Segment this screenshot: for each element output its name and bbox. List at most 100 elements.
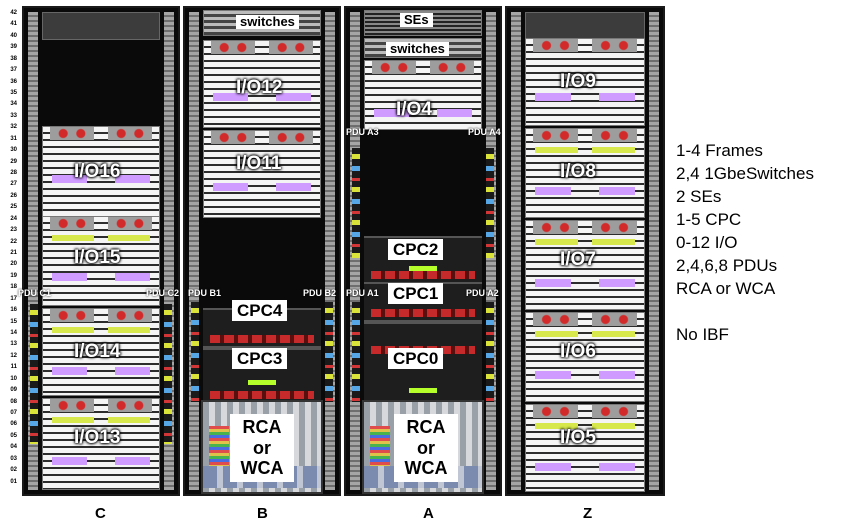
top-exhaust (42, 12, 160, 40)
rack-unit-number: 34 (3, 101, 17, 107)
switches-label-b: switches (236, 15, 299, 29)
rack-unit-number: 05 (3, 433, 17, 439)
ses-label: SEs (400, 13, 433, 27)
pdu-label-c2: PDU C2 (146, 288, 179, 298)
rack-unit-number: 26 (3, 193, 17, 199)
rack-unit-number: 41 (3, 21, 17, 27)
io-label-16: I/O16 (74, 162, 120, 181)
cooler-label-a: RCA or WCA (394, 414, 458, 482)
rack-unit-number: 36 (3, 79, 17, 85)
pdu-label-b2: PDU B2 (303, 288, 336, 298)
rack-unit-number: 21 (3, 250, 17, 256)
rack-unit-number: 11 (3, 364, 17, 370)
rack-unit-number: 09 (3, 387, 17, 393)
pdu-strip-left (191, 302, 199, 402)
pdu-label-a3: PDU A3 (346, 127, 379, 137)
rack-unit-number: 20 (3, 261, 17, 267)
io-label-11: I/O11 (236, 154, 281, 173)
rack-unit-number: 06 (3, 421, 17, 427)
rack-unit-number: 24 (3, 216, 17, 222)
rack-unit-number: 15 (3, 319, 17, 325)
rack-rail-left (189, 12, 199, 490)
pdu-strip-right (486, 148, 494, 258)
pdu-label-c1: PDU C1 (18, 288, 51, 298)
pdu-strip-right (164, 304, 172, 444)
io-label-4: I/O4 (396, 100, 432, 119)
legend-item: No IBF (676, 323, 814, 346)
rack-unit-number: 02 (3, 467, 17, 473)
legend-item: RCA or WCA (676, 277, 814, 300)
legend-item (676, 300, 814, 323)
io-label-6: I/O6 (560, 342, 596, 361)
rack-rail-right (649, 12, 659, 490)
rack-unit-number: 29 (3, 159, 17, 165)
rack-unit-number: 40 (3, 33, 17, 39)
pdu-label-a2: PDU A2 (466, 288, 499, 298)
io-drawer-5 (525, 404, 645, 492)
rack-unit-number: 37 (3, 67, 17, 73)
pdu-strip-left (30, 304, 38, 444)
rack-unit-numbers: 4241403938373635343332313029282726252423… (0, 0, 22, 520)
frame-name-c: C (95, 505, 106, 522)
rack-unit-number: 39 (3, 44, 17, 50)
io-label-9: I/O9 (560, 72, 596, 91)
rack-unit-number: 23 (3, 227, 17, 233)
pdu-strip-left-lower (352, 302, 360, 402)
top-exhaust (525, 12, 645, 40)
legend-item: 2 SEs (676, 185, 814, 208)
legend-item: 0-12 I/O (676, 231, 814, 254)
pdu-strip-right-lower (486, 302, 494, 402)
rack-unit-number: 42 (3, 10, 17, 16)
rack-unit-number: 14 (3, 330, 17, 336)
rack-unit-number: 16 (3, 307, 17, 313)
rack-unit-number: 31 (3, 136, 17, 142)
frame-name-b: B (257, 505, 268, 522)
cpc-label-3: CPC3 (232, 348, 287, 369)
rack-unit-number: 35 (3, 90, 17, 96)
pdu-strip-left (352, 148, 360, 258)
cpc-label-0: CPC0 (388, 348, 443, 369)
pdu-label-a4: PDU A4 (468, 127, 501, 137)
cpc-label-4: CPC4 (232, 300, 287, 321)
rack-unit-number: 32 (3, 124, 17, 130)
legend-item: 1-5 CPC (676, 208, 814, 231)
rack-unit-number: 17 (3, 296, 17, 302)
rack-unit-number: 33 (3, 113, 17, 119)
rack-unit-number: 07 (3, 410, 17, 416)
rack-unit-number: 22 (3, 239, 17, 245)
rack-unit-number: 08 (3, 399, 17, 405)
rack-unit-number: 12 (3, 353, 17, 359)
io-label-7: I/O7 (560, 250, 596, 269)
legend-item: 2,4,6,8 PDUs (676, 254, 814, 277)
pdu-strip-right (325, 302, 333, 402)
frame-name-z: Z (583, 505, 592, 522)
rack-unit-number: 38 (3, 56, 17, 62)
rack-unit-number: 04 (3, 444, 17, 450)
pdu-label-b1: PDU B1 (188, 288, 221, 298)
rack-unit-number: 03 (3, 456, 17, 462)
rack-unit-number: 28 (3, 170, 17, 176)
rack-unit-number: 10 (3, 376, 17, 382)
io-label-13: I/O13 (74, 428, 120, 447)
io-label-15: I/O15 (74, 248, 120, 267)
cpc-label-2: CPC2 (388, 239, 443, 260)
io-drawer-11 (203, 130, 321, 218)
switches-label-a: switches (386, 42, 449, 56)
frame-name-a: A (423, 505, 434, 522)
rack-unit-number: 25 (3, 204, 17, 210)
rack-rail-left (511, 12, 521, 490)
legend-item: 1-4 Frames (676, 139, 814, 162)
rack-unit-number: 01 (3, 479, 17, 485)
pdu-label-a1: PDU A1 (346, 288, 379, 298)
legend: 1-4 Frames 2,4 1GbeSwitches 2 SEs 1-5 CP… (676, 139, 814, 346)
io-label-5: I/O5 (560, 428, 596, 447)
io-label-12: I/O12 (236, 78, 282, 97)
cpc-label-1: CPC1 (388, 283, 443, 304)
rack-unit-number: 30 (3, 147, 17, 153)
rack-unit-number: 18 (3, 284, 17, 290)
io-label-8: I/O8 (560, 162, 596, 181)
rack-unit-number: 19 (3, 273, 17, 279)
legend-item: 2,4 1GbeSwitches (676, 162, 814, 185)
cooler-label-b: RCA or WCA (230, 414, 294, 482)
rack-rail-right (325, 12, 335, 490)
